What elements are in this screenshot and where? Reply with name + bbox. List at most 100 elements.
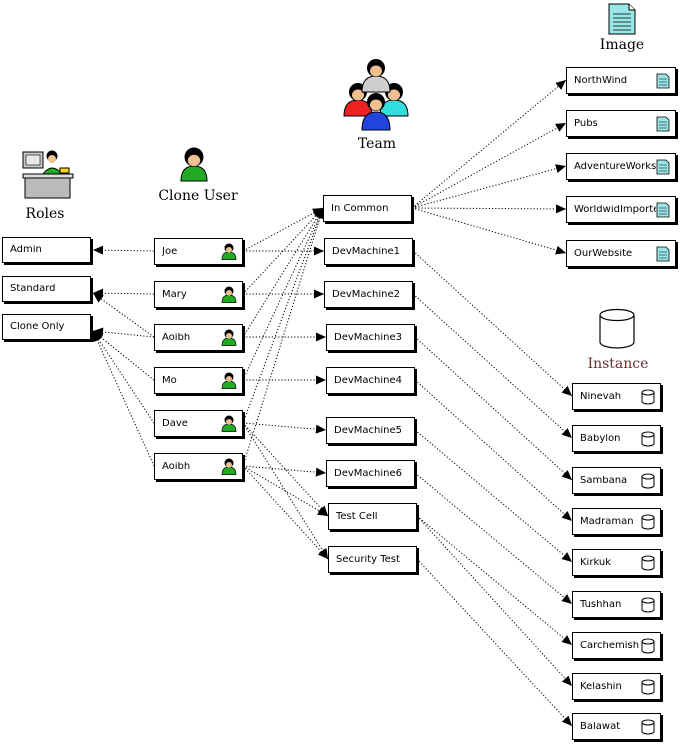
team-label: Test Cell xyxy=(336,511,378,522)
user-aoibh-2[interactable]: Aoibh xyxy=(154,453,243,480)
database-icon xyxy=(641,514,655,529)
user-label: Aoibh xyxy=(162,461,191,472)
instance-icon xyxy=(599,308,635,349)
team-label: DevMachine4 xyxy=(334,375,402,386)
user-label: Mo xyxy=(162,375,177,386)
roles-icon xyxy=(22,150,74,199)
user-label: Mary xyxy=(162,289,187,300)
instance-balawat[interactable]: Balawat xyxy=(572,713,661,740)
team-image-link xyxy=(411,122,567,209)
instance-label: Carchemish xyxy=(580,640,640,651)
user-team-link xyxy=(242,422,329,560)
user-team-link xyxy=(243,246,324,256)
role-clone-only[interactable]: Clone Only xyxy=(2,314,91,340)
image-northwind[interactable]: NorthWind xyxy=(566,67,676,94)
user-role-link xyxy=(92,245,155,255)
database-icon xyxy=(641,473,655,488)
image-header: Image xyxy=(599,37,645,53)
user-team-link xyxy=(242,207,324,252)
team-in-common[interactable]: In Common xyxy=(323,195,412,222)
user-label: Aoibh xyxy=(162,332,191,343)
instance-sambana[interactable]: Sambana xyxy=(572,467,661,494)
instance-carchemish[interactable]: Carchemish xyxy=(572,632,661,659)
image-file-icon xyxy=(656,159,670,174)
team-instance-link xyxy=(414,379,573,522)
instance-ninevah[interactable]: Ninevah xyxy=(572,383,661,410)
instance-kirkuk[interactable]: Kirkuk xyxy=(572,549,661,576)
team-devmachine4[interactable]: DevMachine4 xyxy=(326,367,415,394)
instance-babylon[interactable]: Babylon xyxy=(572,425,661,452)
team-devmachine3[interactable]: DevMachine3 xyxy=(326,324,415,351)
team-label: DevMachine1 xyxy=(332,246,400,257)
image-label: AdventureWorks xyxy=(574,161,656,172)
user-role-link xyxy=(92,330,155,424)
image-label: Pubs xyxy=(574,118,598,129)
user-icon xyxy=(221,372,237,389)
role-label: Standard xyxy=(10,284,56,294)
database-icon xyxy=(641,597,655,612)
team-image-link xyxy=(411,79,567,209)
database-icon xyxy=(641,555,655,570)
user-label: Joe xyxy=(162,246,178,257)
team-instance-link xyxy=(412,293,573,439)
team-devmachine2[interactable]: DevMachine2 xyxy=(324,281,413,308)
user-mary[interactable]: Mary xyxy=(154,281,243,308)
role-label: Clone Only xyxy=(10,322,65,332)
team-instance-link xyxy=(414,429,573,563)
user-role-link xyxy=(92,292,155,338)
database-icon xyxy=(641,679,655,694)
team-devmachine6[interactable]: DevMachine6 xyxy=(326,460,415,487)
team-label: DevMachine5 xyxy=(334,425,402,436)
team-test-cell[interactable]: Test Cell xyxy=(328,503,417,530)
user-team-link xyxy=(243,375,326,385)
image-file-icon xyxy=(656,246,670,261)
team-header: Team xyxy=(357,136,397,152)
clone-user-icon xyxy=(180,147,208,182)
user-label: Dave xyxy=(162,418,188,429)
team-security-test[interactable]: Security Test xyxy=(328,546,417,573)
instance-tushhan[interactable]: Tushhan xyxy=(572,591,661,618)
team-image-link xyxy=(411,207,567,255)
database-icon xyxy=(641,719,655,734)
instance-madraman[interactable]: Madraman xyxy=(572,508,661,535)
roles-header: Roles xyxy=(25,206,65,222)
database-icon xyxy=(641,389,655,404)
role-standard[interactable]: Standard xyxy=(2,276,91,302)
team-instance-link xyxy=(414,472,573,605)
instance-label: Sambana xyxy=(580,475,628,486)
instance-label: Kirkuk xyxy=(580,557,612,568)
user-team-link xyxy=(242,422,327,434)
image-label: NorthWind xyxy=(574,75,628,86)
instance-label: Tushhan xyxy=(580,599,622,610)
user-icon xyxy=(221,458,237,475)
image-ourwebsite[interactable]: OurWebsite xyxy=(566,240,676,267)
user-joe[interactable]: Joe xyxy=(154,238,243,265)
team-icon xyxy=(343,59,409,131)
image-worldwidimporters[interactable]: WorldwidImporters xyxy=(566,196,676,223)
instance-label: Madraman xyxy=(580,516,634,527)
user-dave[interactable]: Dave xyxy=(154,410,243,437)
user-aoibh[interactable]: Aoibh xyxy=(154,324,243,351)
team-devmachine5[interactable]: DevMachine5 xyxy=(326,417,415,444)
team-instance-link xyxy=(416,515,573,687)
user-team-link xyxy=(243,332,326,342)
team-instance-link xyxy=(412,250,573,397)
user-team-link xyxy=(242,465,329,560)
user-icon xyxy=(221,415,237,432)
image-adventureworks[interactable]: AdventureWorks xyxy=(566,153,676,180)
team-label: Security Test xyxy=(336,554,400,565)
user-mo[interactable]: Mo xyxy=(154,367,243,394)
role-admin[interactable]: Admin xyxy=(2,237,91,263)
instance-kelashin[interactable]: Kelashin xyxy=(572,673,661,700)
image-icon xyxy=(608,3,636,35)
user-team-link xyxy=(242,465,327,477)
instance-label: Kelashin xyxy=(580,681,622,692)
instance-header: Instance xyxy=(587,356,649,372)
instance-label: Babylon xyxy=(580,433,621,444)
clone-user-header: Clone User xyxy=(158,188,238,204)
team-devmachine1[interactable]: DevMachine1 xyxy=(324,238,413,265)
image-pubs[interactable]: Pubs xyxy=(566,110,676,137)
team-instance-link xyxy=(416,515,573,646)
team-label: DevMachine6 xyxy=(334,468,402,479)
